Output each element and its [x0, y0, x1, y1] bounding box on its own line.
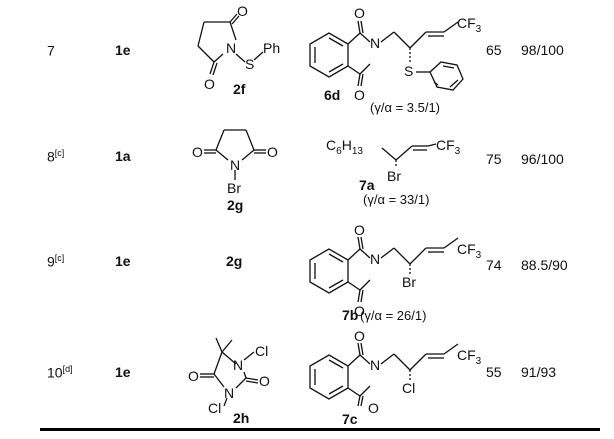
atom-label: CF3: [436, 137, 461, 157]
atom-label: O: [204, 76, 215, 92]
substrate-id: 1e: [115, 253, 131, 269]
atom-label: CF3: [457, 241, 482, 261]
atom-label: O: [237, 3, 248, 19]
reagent-structure-2f: N S Ph O O 2f: [190, 2, 290, 97]
reagent-structure-2h: N N Cl Cl O O 2h: [188, 330, 288, 426]
regioselectivity: (γ/α = 3.5/1): [370, 100, 441, 115]
atom-label: O: [354, 5, 365, 21]
yield-value: 74: [486, 257, 502, 273]
atom-label: Ph: [263, 40, 280, 56]
atom-label: N: [370, 357, 380, 373]
atom-label: O: [192, 144, 203, 160]
atom-label: Br: [227, 180, 241, 196]
compound-label: 7a: [359, 177, 375, 193]
atom-label: O: [354, 303, 365, 319]
atom-label: O: [259, 373, 270, 389]
compound-label: 6d: [324, 87, 340, 103]
atom-label: C6H13: [326, 137, 363, 157]
entry-footnote: [c]: [54, 148, 65, 158]
atom-label: CF3: [457, 15, 482, 35]
ratio-value: 88.5/90: [521, 257, 568, 273]
atom-label: N: [370, 35, 380, 51]
compound-label: 2g: [227, 197, 243, 213]
table-bottom-rule: [40, 428, 600, 431]
entry-number: 8[c]: [47, 148, 64, 165]
atom-label: O: [354, 328, 365, 344]
compound-label: 2f: [233, 81, 246, 97]
compound-label: 7b: [342, 307, 358, 323]
entry-number: 9[c]: [47, 253, 64, 270]
entry-text: 7: [47, 42, 55, 59]
atom-label: S: [245, 56, 254, 72]
atom-label: S: [404, 63, 413, 79]
atom-label: N: [224, 385, 234, 401]
atom-label: N: [370, 251, 380, 267]
entry-number: 7: [47, 42, 55, 59]
atom-label: CF3: [457, 347, 482, 367]
compound-label: 7c: [342, 411, 358, 427]
atom-label: O: [354, 87, 365, 103]
ratio-value: 96/100: [521, 151, 564, 167]
atom-label: Br: [387, 168, 401, 184]
product-structure-7c: O O N Cl CF3 7c: [298, 328, 488, 429]
entry-number: 10[d]: [47, 364, 73, 381]
atom-label: N: [230, 157, 240, 173]
substrate-id: 1e: [115, 364, 131, 380]
regioselectivity: (γ/α = 33/1): [363, 192, 430, 207]
entry-text: 9: [47, 253, 55, 270]
atom-label: Cl: [255, 343, 268, 359]
product-structure-6d: O O N S CF3 6d: [298, 2, 488, 122]
reagent-id: 2g: [226, 253, 243, 269]
entry-footnote: [d]: [62, 364, 73, 374]
atom-label: Cl: [402, 380, 415, 396]
atom-label: O: [368, 400, 379, 416]
regioselectivity: (γ/α = 26/1): [360, 308, 427, 323]
yield-value: 75: [486, 151, 502, 167]
product-structure-7a: C6H13 Br CF3 7a: [318, 130, 498, 205]
compound-label: 2h: [233, 410, 249, 426]
atom-label: Br: [402, 274, 416, 290]
atom-label: N: [233, 357, 243, 373]
entry-text: 10: [47, 364, 63, 381]
substrate-id: 1a: [115, 148, 131, 164]
ratio-value: 91/93: [521, 364, 557, 380]
yield-value: 65: [486, 42, 502, 58]
atom-label: O: [354, 222, 365, 238]
substrate-id: 1e: [115, 42, 131, 58]
entry-text: 8: [47, 148, 55, 165]
atom-label: O: [188, 368, 199, 384]
yield-value: 55: [486, 364, 502, 380]
atom-label: Cl: [208, 400, 221, 416]
ratio-value: 98/100: [521, 42, 564, 58]
entry-footnote: [c]: [54, 253, 65, 263]
atom-label: O: [267, 144, 278, 160]
atom-label: N: [226, 40, 236, 56]
product-structure-7b: O O N Br CF3 7b: [298, 222, 488, 328]
reagent-structure-2g: O O N Br 2g: [190, 118, 290, 213]
